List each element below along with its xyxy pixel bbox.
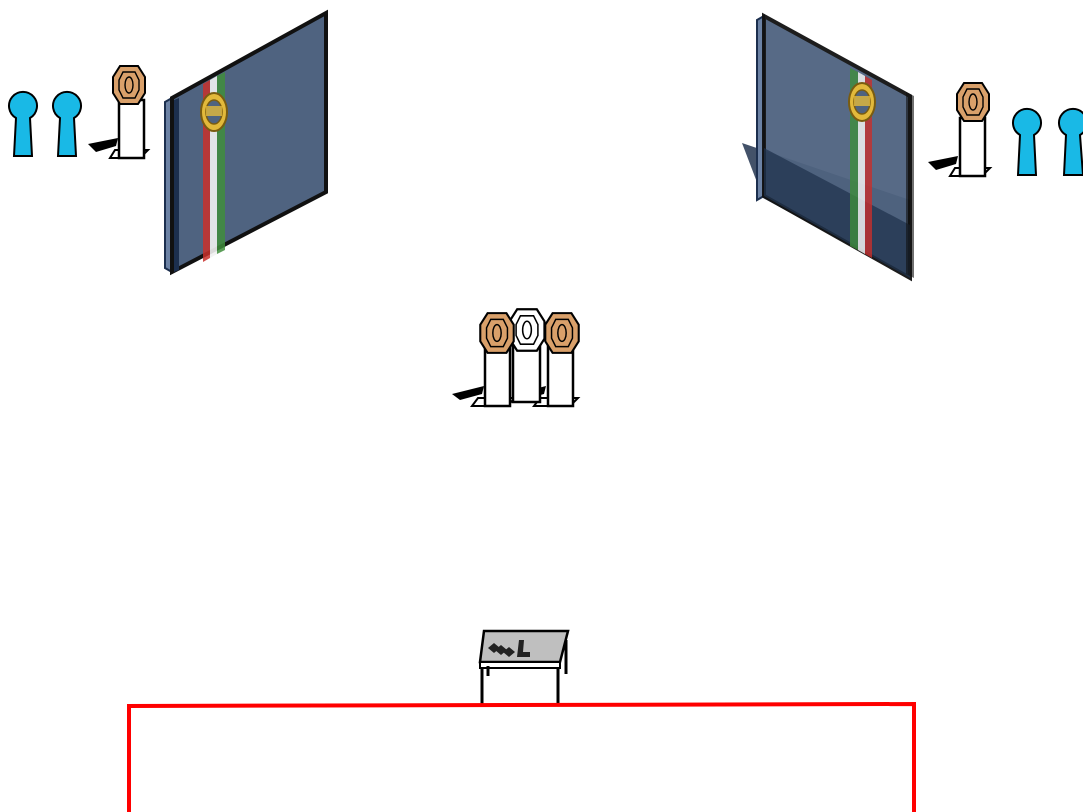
target-center-right-tan	[548, 346, 573, 406]
crest-icon	[201, 93, 227, 131]
target-left-tan	[88, 66, 148, 158]
popper-left-1	[9, 92, 37, 156]
target-array-center	[452, 309, 579, 406]
shooting-box	[129, 704, 914, 812]
wall-right	[742, 16, 914, 278]
crest-icon	[849, 83, 875, 121]
popper-right-2	[1059, 109, 1083, 175]
target-right-tan	[928, 83, 990, 176]
target-center-left-tan	[485, 346, 510, 406]
popper-left-2	[53, 92, 81, 156]
wall-left	[165, 13, 326, 272]
start-table	[480, 631, 568, 704]
target-center-no-shoot	[510, 309, 545, 402]
popper-right-1	[1013, 109, 1041, 175]
